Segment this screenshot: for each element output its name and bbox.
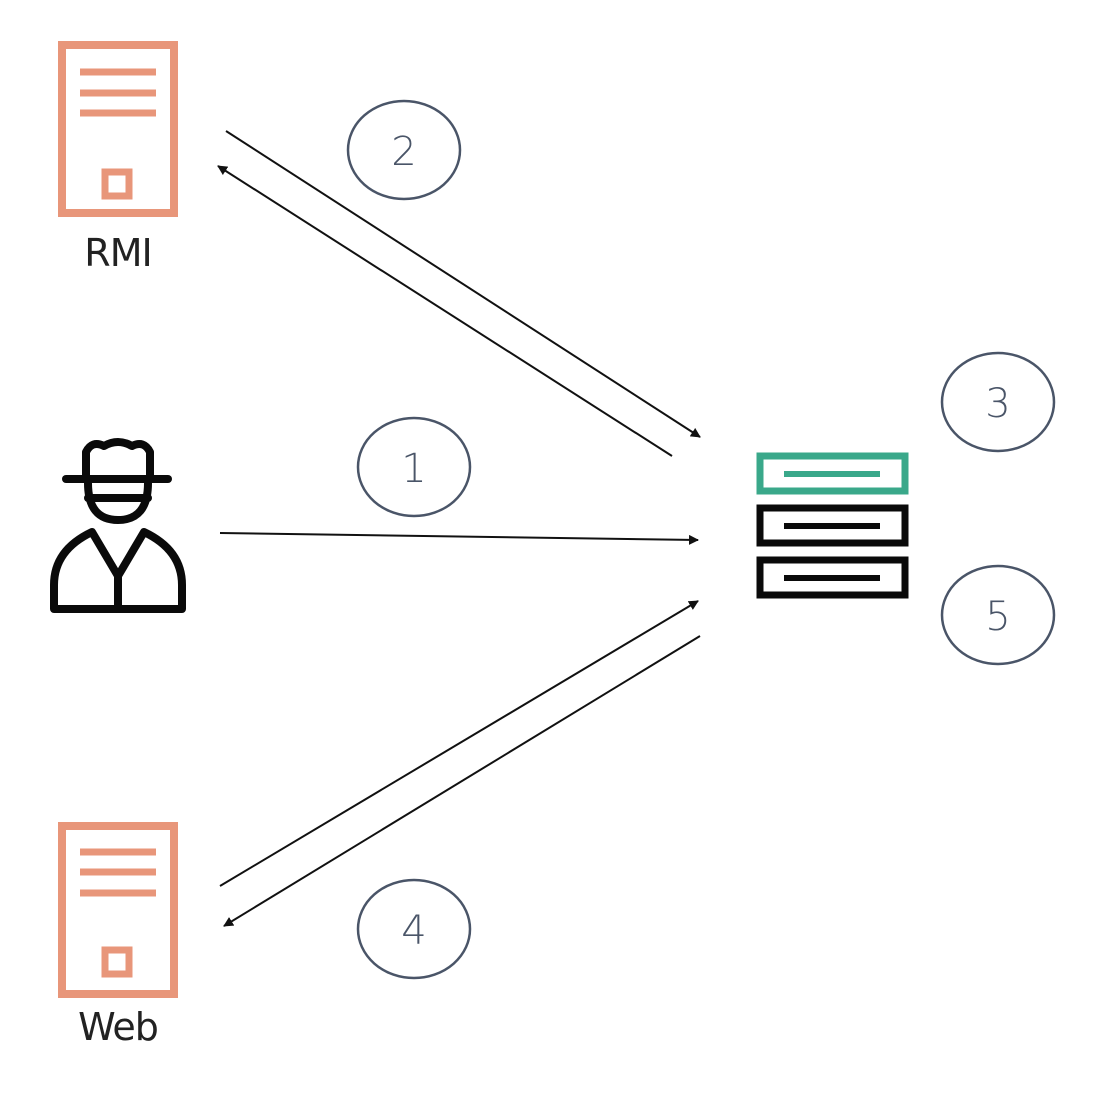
arrow-attacker-to-target xyxy=(219,532,699,545)
step-number-3: 3 xyxy=(985,381,1010,427)
target-server-node[interactable] xyxy=(756,452,909,599)
server-document-icon xyxy=(58,822,178,998)
web-server-node[interactable]: Web xyxy=(58,822,178,1049)
step-circle-1: 1 xyxy=(356,416,472,518)
arrow-target-to-rmi xyxy=(217,165,673,457)
step-circle-3: 3 xyxy=(940,351,1056,453)
step-circle-2: 2 xyxy=(346,99,462,201)
step-number-5: 5 xyxy=(985,594,1010,640)
step-number-4: 4 xyxy=(401,908,426,954)
attacker-node[interactable] xyxy=(50,438,186,613)
step-number-2: 2 xyxy=(391,129,416,175)
arrow-rmi-to-target xyxy=(225,130,701,438)
arrow-web-to-target xyxy=(219,600,699,887)
web-server-label: Web xyxy=(78,1005,158,1049)
flow-arrows xyxy=(217,130,701,927)
step-circle-5: 5 xyxy=(940,564,1056,666)
step-circle-4: 4 xyxy=(356,878,472,980)
step-number-1: 1 xyxy=(401,446,426,492)
arrow-target-to-web xyxy=(223,635,701,927)
rmi-server-node[interactable]: RMI xyxy=(58,41,178,275)
rmi-server-label: RMI xyxy=(84,231,151,275)
server-document-icon xyxy=(58,41,178,217)
server-stack-icon xyxy=(756,452,909,599)
hacker-icon xyxy=(50,438,186,613)
